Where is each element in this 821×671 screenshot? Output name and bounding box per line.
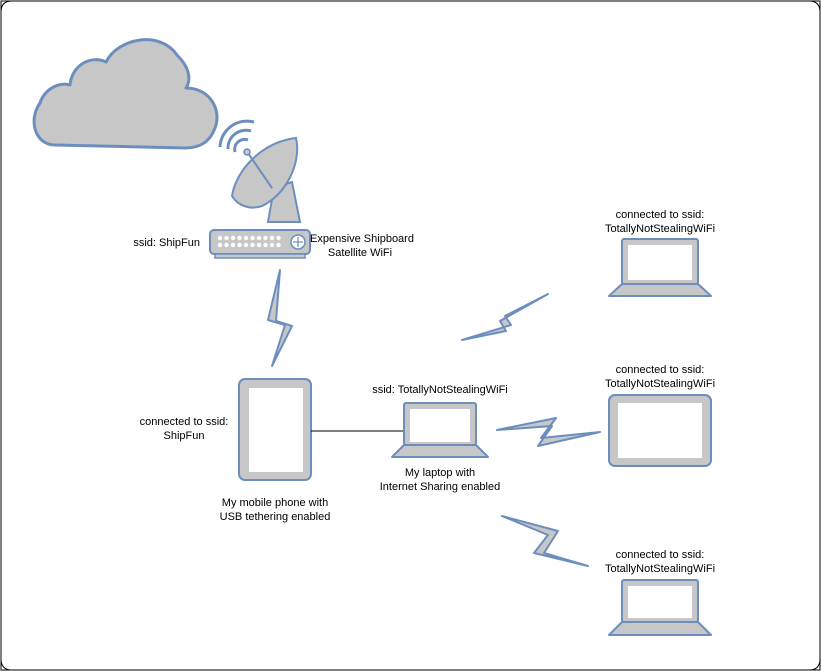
client2-label-line1: connected to ssid: [615, 364, 705, 376]
wireless-link-client3 [501, 515, 589, 567]
tablet-icon [608, 394, 712, 467]
wireless-link-client2 [496, 417, 601, 447]
router-port-dot [269, 242, 275, 248]
corner-mark [808, 658, 821, 671]
wifi-router-icon [209, 229, 311, 259]
router-port-dot [243, 242, 249, 248]
router-port-dot [250, 242, 255, 248]
phone-caption-line2: USB tethering enabled [219, 511, 331, 523]
router-port-dot [276, 242, 281, 248]
router-port-dot [263, 242, 268, 248]
laptop-ssid-label: ssid: TotallyNotStealingWiFi [372, 384, 508, 396]
router-port-dot [250, 235, 255, 241]
laptop-caption-line1: My laptop with [404, 467, 476, 479]
tablet-phone-icon [238, 378, 312, 481]
router-port-dot [237, 235, 242, 241]
phone-caption-line1: My mobile phone with [221, 497, 329, 509]
client1-label-line2: TotallyNotStealingWiFi [604, 223, 716, 235]
router-port-dot [237, 242, 242, 248]
router-port-dot [243, 235, 249, 241]
client3-label-line2: TotallyNotStealingWiFi [604, 563, 716, 575]
router-ssid-label: ssid: ShipFun [133, 237, 200, 249]
satellite-dish-icon [218, 119, 302, 223]
cloud-icon [32, 38, 219, 150]
phone-connected-line1: connected to ssid: [139, 416, 229, 428]
router-port-dot [276, 235, 281, 241]
corner-mark [0, 0, 13, 13]
router-port-dot [224, 242, 229, 248]
router-port-dot [230, 235, 236, 241]
router-name-line2: Satellite WiFi [327, 247, 393, 259]
router-port-dot [263, 235, 268, 241]
router-port-dot [230, 242, 236, 248]
corner-mark [808, 0, 821, 13]
router-port-dot [256, 242, 262, 248]
router-port-dot [224, 235, 229, 241]
laptop-icon [608, 579, 712, 636]
router-name-line1: Expensive Shipboard [310, 233, 414, 245]
corner-mark [0, 658, 13, 671]
router-port-dot [269, 235, 275, 241]
phone-connected-line2: ShipFun [163, 430, 205, 442]
wireless-link-client1 [461, 293, 549, 341]
router-port-dot [217, 235, 223, 241]
client1-label-line1: connected to ssid: [615, 209, 705, 221]
laptop-icon [391, 402, 489, 458]
router-port-dot [256, 235, 262, 241]
router-port-dot [217, 242, 223, 248]
laptop-icon [608, 238, 712, 297]
client2-label-line2: TotallyNotStealingWiFi [604, 378, 716, 390]
laptop-caption-line2: Internet Sharing enabled [379, 481, 501, 493]
wireless-link-router-phone [267, 269, 293, 367]
client3-label-line1: connected to ssid: [615, 549, 705, 561]
